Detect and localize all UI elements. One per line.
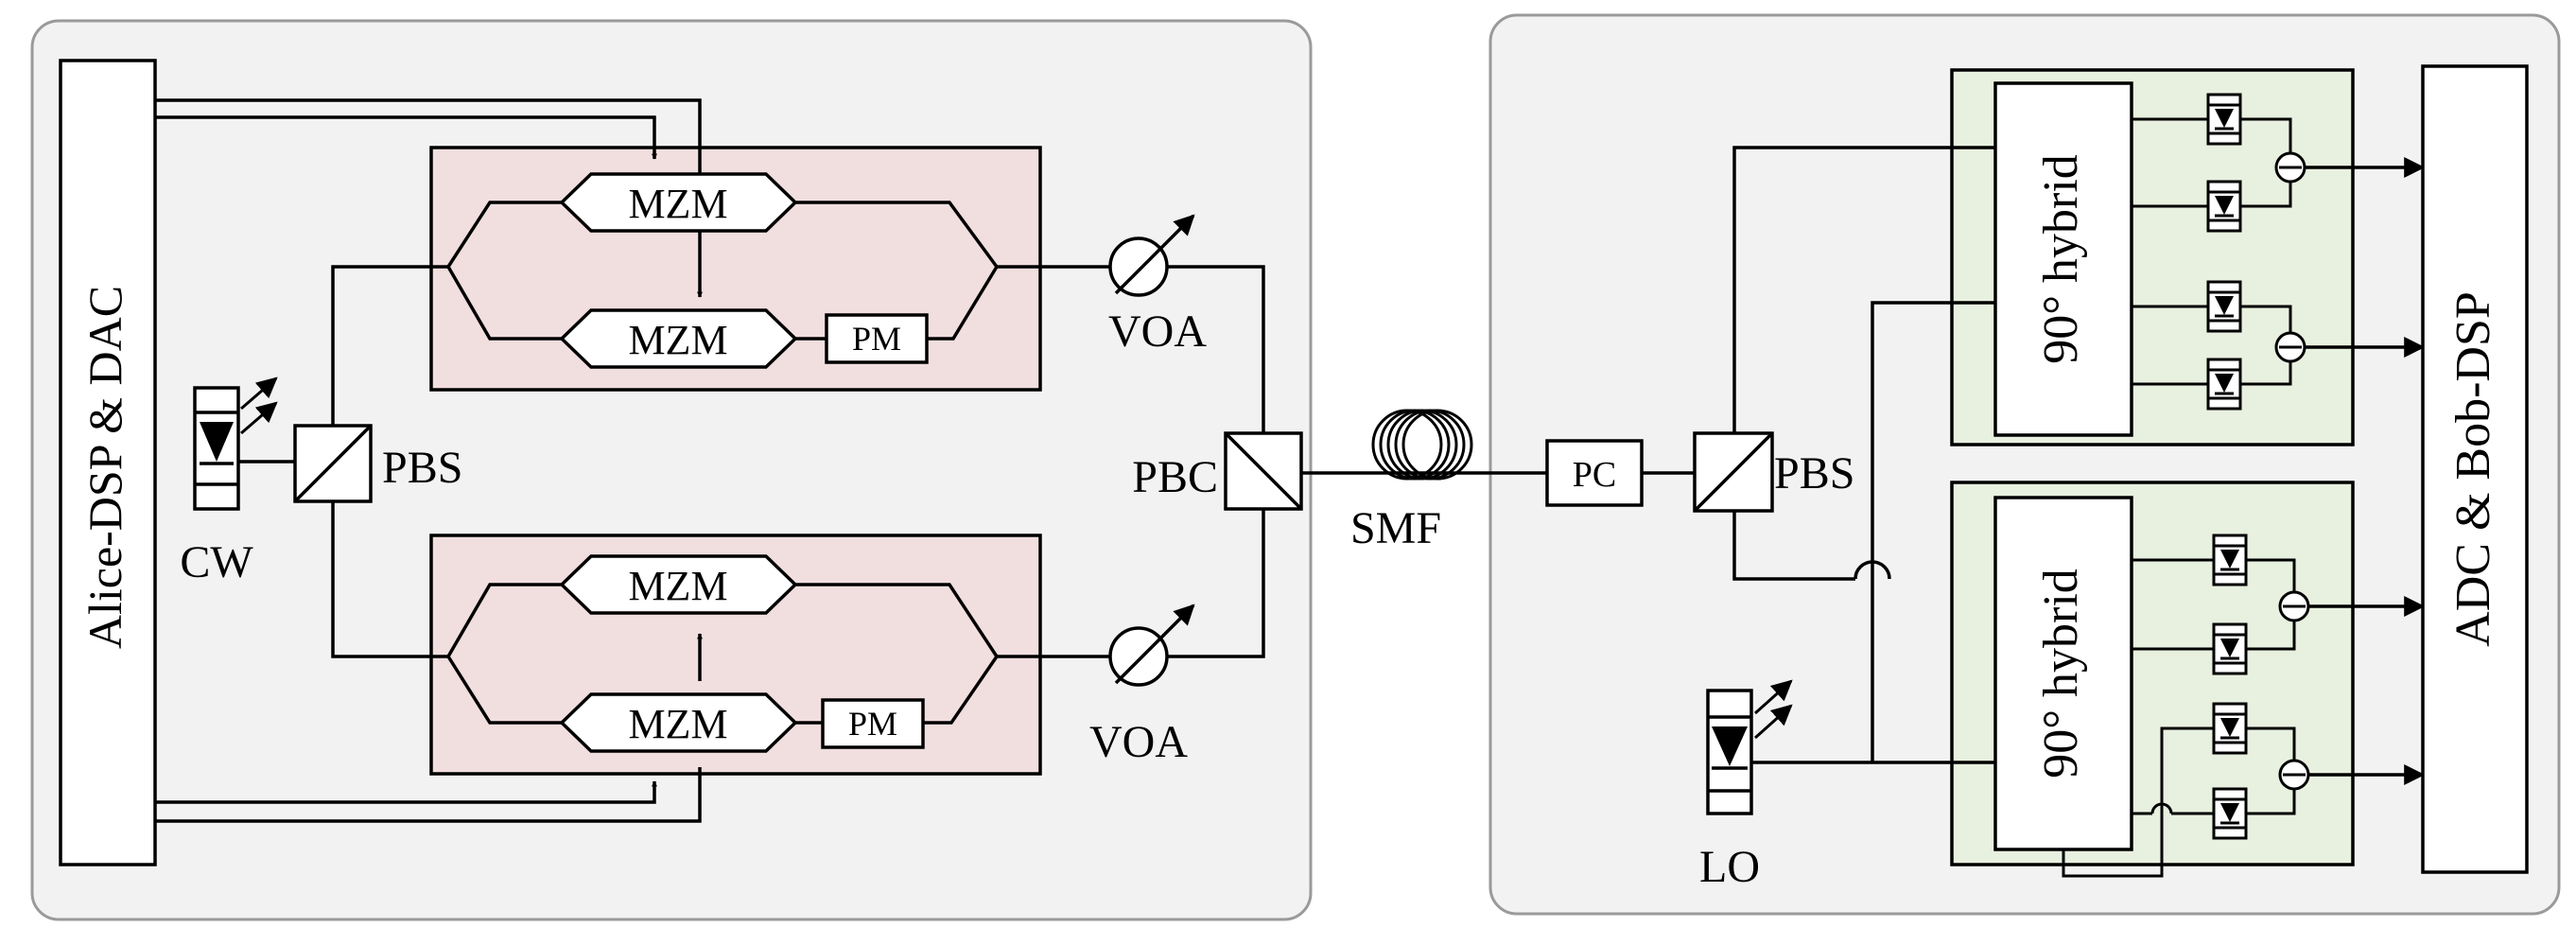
svg-text:MZM: MZM [628, 181, 727, 227]
hybrid-bottom: 90° hybrid [1993, 496, 2133, 851]
svg-text:90° hybrid: 90° hybrid [2034, 569, 2088, 779]
svg-text:MZM: MZM [628, 563, 727, 609]
pm-1: PM [825, 313, 929, 364]
mzm-3: MZM [559, 554, 798, 615]
alice-pbs-label: PBS [382, 443, 462, 493]
cw-laser [193, 376, 278, 511]
mzm-1: MZM [559, 172, 798, 233]
voa-bottom-label: VOA [1089, 717, 1188, 767]
smf-label: SMF [1350, 503, 1441, 553]
pc: PC [1545, 439, 1644, 507]
voa-bottom [1108, 604, 1195, 687]
svg-text:MZM: MZM [628, 317, 727, 363]
svg-text:PM: PM [852, 320, 901, 358]
pm-2: PM [821, 698, 925, 749]
bob-dsp-block [2421, 64, 2529, 874]
pbc [1224, 431, 1303, 511]
svg-text:MZM: MZM [628, 701, 727, 747]
bob-pbs [1693, 431, 1774, 513]
bob-pbs-label: PBS [1774, 448, 1854, 499]
mzm-4: MZM [559, 692, 798, 753]
svg-text:PM: PM [848, 705, 897, 743]
smf-coil [1371, 409, 1473, 481]
svg-text:90° hybrid: 90° hybrid [2034, 154, 2088, 364]
lo-label: LO [1699, 842, 1760, 892]
detector-group-top [2132, 93, 2426, 411]
svg-text:PC: PC [1573, 455, 1616, 495]
alice-dsp-label: Alice-DSP & DAC [78, 286, 131, 649]
hybrid-top: 90° hybrid [1993, 81, 2133, 437]
bob-dsp-label: ADC & Bob-DSP [2446, 291, 2500, 647]
lo-laser [1706, 679, 1793, 815]
cw-label: CW [180, 537, 253, 587]
detector-group-bottom [2062, 534, 2426, 878]
mzm-2: MZM [559, 308, 798, 369]
alice-dsp-block [59, 59, 157, 866]
pbc-label: PBC [1132, 452, 1218, 502]
alice-pbs [293, 424, 373, 503]
voa-top-label: VOA [1108, 306, 1207, 357]
